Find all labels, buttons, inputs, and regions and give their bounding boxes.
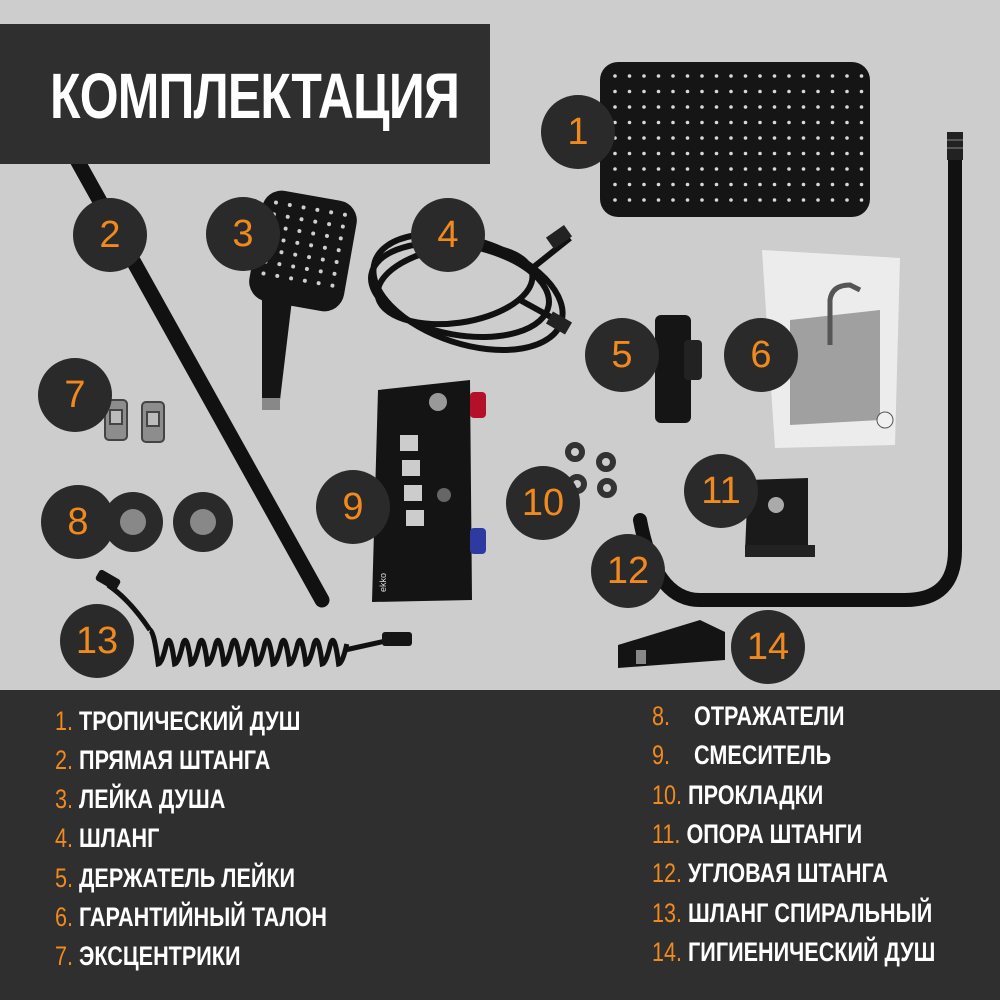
corner-pipe-tip: [947, 132, 963, 160]
list-item: 13. ШЛАНГ СПИРАЛЬНЫЙ: [652, 898, 933, 928]
badge-2: 2: [73, 198, 147, 272]
page-title: КОМПЛЕКТАЦИЯ: [50, 60, 460, 132]
badge-7: 7: [38, 358, 112, 432]
badge-14: 14: [731, 610, 805, 684]
thermostatic-mixer: ekko: [372, 380, 486, 602]
badge-12: 12: [591, 534, 665, 608]
shower-holder: [655, 315, 702, 423]
badge-11: 11: [684, 454, 758, 528]
list-item: 2. ПРЯМАЯ ШТАНГА: [55, 745, 271, 775]
list-item: 11. ОПОРА ШТАНГИ: [652, 819, 863, 849]
spiral-hose: [106, 582, 391, 668]
flanges: [103, 492, 233, 552]
list-item: 6. ГАРАНТИЙНЫЙ ТАЛОН: [55, 902, 327, 932]
list-item: 9. СМЕСИТЕЛЬ: [652, 740, 832, 770]
mixer-brand-label: ekko: [378, 573, 388, 592]
list-item: 12. УГЛОВАЯ ШТАНГА: [652, 858, 889, 888]
badge-5: 5: [585, 318, 659, 392]
contents-list-panel: [0, 690, 1000, 1000]
pipe-support: [745, 478, 815, 557]
hygienic-shower: [618, 620, 725, 668]
badge-9: 9: [316, 470, 390, 544]
badge-8: 8: [41, 485, 115, 559]
badge-4: 4: [411, 198, 485, 272]
badge-13: 13: [60, 604, 134, 678]
list-item: 5. ДЕРЖАТЕЛЬ ЛЕЙКИ: [55, 863, 296, 893]
list-item: 3. ЛЕЙКА ДУША: [55, 784, 226, 814]
list-item: 14. ГИГИЕНИЧЕСКИЙ ДУШ: [652, 937, 936, 967]
rain-shower-head: [600, 62, 870, 217]
list-item: 1. ТРОПИЧЕСКИЙ ДУШ: [55, 706, 301, 736]
badge-6: 6: [724, 318, 798, 392]
badge-10: 10: [506, 466, 580, 540]
list-item: 10. ПРОКЛАДКИ: [652, 780, 824, 810]
eccentrics: [104, 399, 165, 443]
list-item: 4. ШЛАНГ: [55, 823, 160, 853]
list-item: 8. ОТРАЖАТЕЛИ: [652, 701, 845, 731]
warranty-booklet: [762, 250, 900, 448]
title-banner: [0, 24, 490, 164]
straight-pipe: [30, 82, 330, 608]
badge-1: 1: [541, 95, 615, 169]
badge-3: 3: [206, 197, 280, 271]
list-item: 7. ЭКСЦЕНТРИКИ: [55, 941, 241, 971]
